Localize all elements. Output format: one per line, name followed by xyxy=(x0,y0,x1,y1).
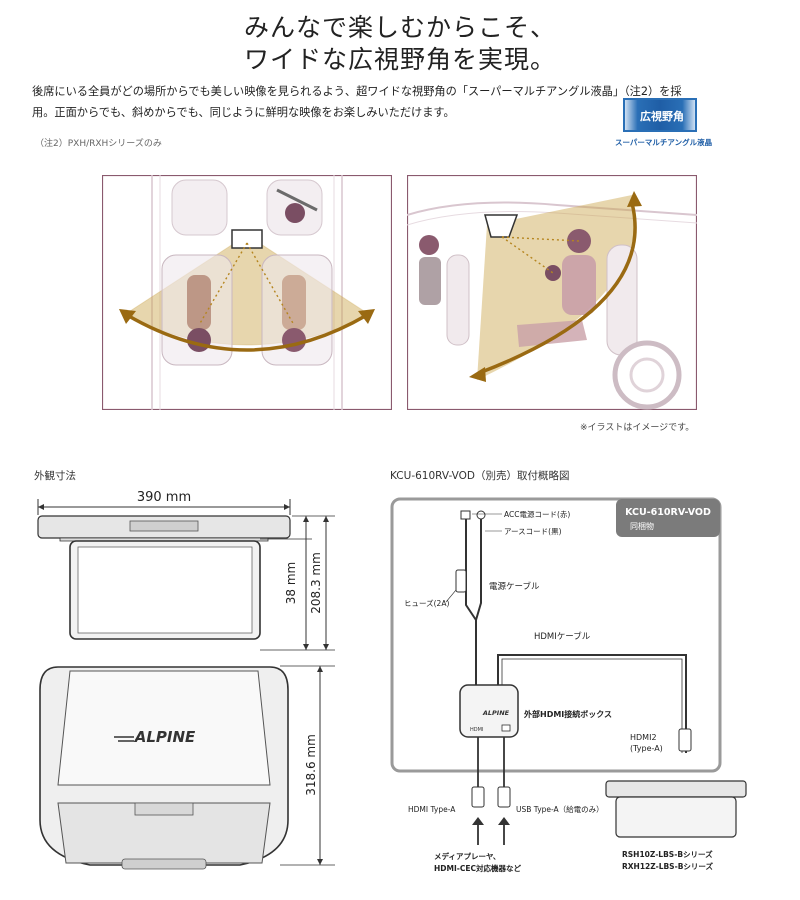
brand-logo-text: ALPINE xyxy=(134,728,196,746)
series-label-1: RSH10Z-LBS-Bシリーズ xyxy=(622,849,713,859)
usb-type-a-label: USB Type-A（給電のみ） xyxy=(516,804,604,814)
devices-label-1: メディアプレーヤ、 xyxy=(434,851,500,861)
side-view-illustration xyxy=(407,175,697,410)
hdmi2-label-1: HDMI2 xyxy=(630,733,657,742)
wiring-diagram: KCU-610RV-VOD 同梱物 ACC電源コード(赤) アースコード(黒) … xyxy=(390,497,747,873)
box-label: 外部HDMI接続ボックス xyxy=(524,709,612,719)
width-label: 390 mm xyxy=(137,490,191,505)
hdmi-type-a-label: HDMI Type-A xyxy=(408,805,456,814)
depth-total-label: 208.3 mm xyxy=(309,552,323,614)
badge-label: 広視野角 xyxy=(640,110,684,123)
badge-box: 広視野角 xyxy=(623,98,697,132)
intro-line-1: 後席にいる全員がどの場所からでも美しい映像を見られるよう、超ワイドな視野角の「ス… xyxy=(32,85,682,98)
footnote: （注2）PXH/RXHシリーズのみ xyxy=(35,139,162,149)
acc-cord-label: ACC電源コード(赤) xyxy=(504,510,570,519)
ground-cord-label: アースコード(黒) xyxy=(504,527,562,536)
hdmi-cable-label: HDMIケーブル xyxy=(534,631,591,642)
wiring-title: KCU-610RV-VOD（別売）取付概略図 xyxy=(390,470,570,482)
height-label: 318.6 mm xyxy=(304,734,318,796)
series-label-2: RXH12Z-LBS-Bシリーズ xyxy=(622,861,714,871)
power-cable-label: 電源ケーブル xyxy=(489,581,540,592)
dimensions-title: 外観寸法 xyxy=(34,470,76,482)
kit-label-1: KCU-610RV-VOD xyxy=(625,507,711,518)
box-brand: ALPINE xyxy=(482,709,510,717)
wide-angle-badge: 広視野角 スーパーマルチアングル液晶 xyxy=(615,98,712,150)
devices-label-2: HDMI-CEC対応機器など xyxy=(434,863,522,873)
headline-line-2: ワイドな広視野角を実現。 xyxy=(243,45,556,74)
box-port-hdmi: HDMI xyxy=(470,727,483,733)
depth-small-label: 38 mm xyxy=(284,562,298,604)
hdmi2-label-2: (Type-A) xyxy=(630,744,663,753)
badge-sublabel: スーパーマルチアングル液晶 xyxy=(615,138,713,147)
top-view-illustration xyxy=(102,175,392,410)
intro-line-2: 用。正面からでも、斜めからでも、同じように鮮明な映像をお楽しみいただけます。 xyxy=(32,106,455,119)
dimension-drawing: 390 mm 38 mm 208.3 mm ALPINE 318.6 mm xyxy=(37,490,335,870)
fuse-label: ヒューズ(2A) xyxy=(404,598,449,608)
illustration-note: ※イラストはイメージです。 xyxy=(580,423,695,433)
headline-line-1: みんなで楽しむからこそ、 xyxy=(243,13,556,42)
kit-label-2: 同梱物 xyxy=(630,521,654,531)
